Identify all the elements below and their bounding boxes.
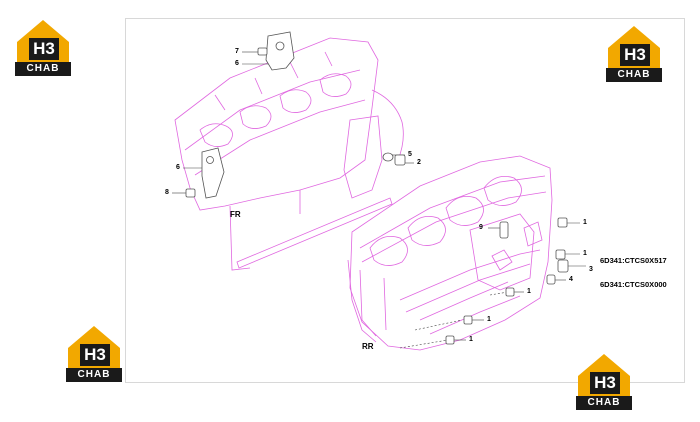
- house-logo-icon: [68, 326, 120, 368]
- front-gasket-line: [236, 197, 393, 269]
- logo-bottom-right: CHAB H3: [576, 352, 632, 410]
- diagram-frame: [125, 18, 685, 383]
- logo-brand: CHAB: [66, 368, 122, 382]
- house-logo-icon: [17, 20, 69, 62]
- callout-9: 9: [479, 224, 483, 231]
- gasket-5: [382, 152, 394, 162]
- plug-1e: [445, 335, 455, 345]
- rear-block-outline: [349, 155, 553, 351]
- plug-1a: [557, 217, 568, 228]
- callout-1-a: 1: [583, 219, 587, 226]
- logo-letters: H3: [33, 39, 55, 58]
- logo-letters: H3: [594, 373, 616, 392]
- bolt-8: [185, 188, 196, 198]
- part-code-2: 6D341:CTCS0X000: [600, 280, 667, 289]
- callout-5: 5: [408, 151, 412, 158]
- callout-1-e: 1: [469, 336, 473, 343]
- callout-3: 3: [589, 266, 593, 273]
- house-logo-icon: [608, 26, 660, 68]
- logo-bottom-left: CHAB H3: [66, 324, 122, 382]
- callout-4: 4: [569, 276, 573, 283]
- sensor-9: [499, 221, 509, 239]
- house-logo-icon: [578, 354, 630, 396]
- callout-6-top: 6: [235, 60, 239, 67]
- logo-top-left: CHAB H3: [15, 18, 71, 76]
- callout-6-left: 6: [176, 164, 180, 171]
- bracket-lower: [201, 147, 225, 199]
- bolt-7: [257, 47, 268, 56]
- logo-brand: CHAB: [576, 396, 632, 410]
- plug-1b: [555, 249, 566, 260]
- plug-2: [394, 154, 406, 166]
- plug-1c: [505, 287, 515, 297]
- callout-1-d: 1: [487, 316, 491, 323]
- rear-view-label: RR: [362, 342, 374, 351]
- logo-letters: H3: [624, 45, 646, 64]
- callout-1-b: 1: [583, 250, 587, 257]
- logo-letters: H3: [84, 345, 106, 364]
- logo-top-right: CHAB H3: [606, 24, 662, 82]
- logo-brand: CHAB: [606, 68, 662, 82]
- logo-brand: CHAB: [15, 62, 71, 76]
- plug-1d: [463, 315, 473, 325]
- washer-4: [546, 274, 556, 285]
- part-code-1: 6D341:CTCS0X517: [600, 256, 667, 265]
- callout-2: 2: [417, 159, 421, 166]
- callout-8: 8: [165, 189, 169, 196]
- callout-7: 7: [235, 48, 239, 55]
- callout-1-c: 1: [527, 288, 531, 295]
- front-head-outline: [174, 37, 379, 211]
- switch-3: [557, 259, 569, 273]
- bracket-upper: [265, 31, 295, 71]
- front-view-label: FR: [230, 210, 241, 219]
